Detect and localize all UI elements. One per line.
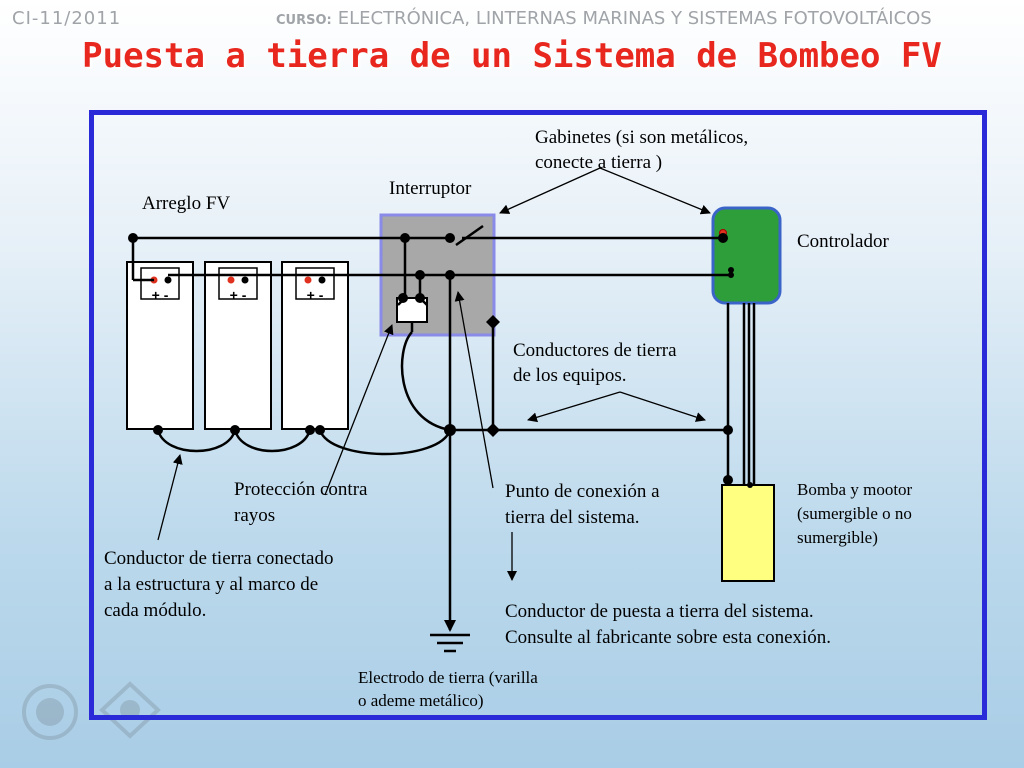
equipment-ground-label-line2: de los equipos. — [513, 365, 627, 386]
pump-label-line1: Bomba y mootor — [797, 480, 913, 499]
pump-label-line2: (sumergible o no — [797, 504, 912, 523]
course-label: CURSO: — [276, 13, 332, 28]
frame-conductor-label-line1: Conductor de tierra conectado — [104, 548, 334, 569]
switch-label: Interruptor — [389, 178, 472, 199]
module-2-polarity: + - — [230, 287, 247, 303]
ground-point-label-line1: Punto de conexión a — [505, 481, 660, 502]
controller-box — [711, 206, 782, 305]
lightning-protection-label-line1: Protección contra — [234, 479, 368, 500]
course-header: CURSO: ELECTRÓNICA, LINTERNAS MARINAS Y S… — [276, 8, 932, 29]
pv-module-2 — [204, 261, 272, 430]
controller-label: Controlador — [797, 231, 889, 252]
page-title: Puesta a tierra de un Sistema de Bombeo … — [82, 36, 942, 76]
diagram-frame — [89, 110, 987, 720]
module-1-polarity: + - — [152, 287, 169, 303]
cabinets-label-line1: Gabinetes (si son metálicos, — [535, 127, 749, 148]
frame-conductor-label-line3: cada módulo. — [104, 600, 207, 621]
equipment-ground-label-line1: Conductores de tierra — [513, 340, 677, 361]
ground-point-label-line2: tierra del sistema. — [505, 507, 640, 528]
electrode-label-line2: o ademe metálico) — [358, 691, 484, 710]
pump-motor — [721, 484, 775, 582]
frame-conductor-label-line2: a la estructura y al marco de — [104, 574, 319, 595]
course-code: CI-11/2011 — [12, 8, 122, 29]
annotation-arrows — [157, 167, 711, 581]
electrode-label-line1: Electrodo de tierra (varilla — [358, 668, 538, 687]
cabinets-label-line2: conecte a tierra ) — [535, 152, 663, 173]
pv-module-1 — [126, 261, 194, 430]
system-ground-label-line2: Consulte al fabricante sobre esta conexi… — [505, 627, 832, 648]
pump-label-line3: sumergible) — [797, 528, 878, 547]
pv-module-3 — [281, 261, 349, 430]
lightning-protection-label-line2: rayos — [234, 505, 276, 526]
module-3-polarity: + - — [307, 287, 324, 303]
junction-dots — [128, 233, 753, 488]
system-ground-label-line1: Conductor de puesta a tierra del sistema… — [505, 601, 814, 622]
course-name: ELECTRÓNICA, LINTERNAS MARINAS Y SISTEMA… — [337, 8, 932, 29]
pv-array-label: Arreglo FV — [142, 193, 231, 214]
university-seal-logo — [20, 682, 80, 747]
